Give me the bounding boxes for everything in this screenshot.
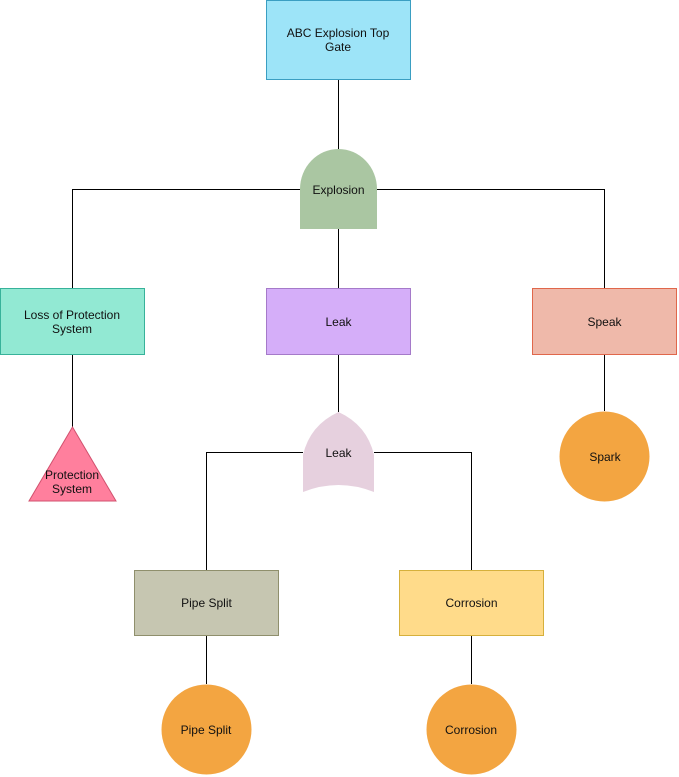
or-gate-label: Leak (325, 446, 352, 460)
and-gate[interactable] (300, 149, 377, 229)
connector (377, 189, 605, 288)
top-event-label: ABC Explosion Top Gate (286, 26, 390, 54)
connector (206, 452, 303, 570)
leak-box[interactable] (266, 288, 411, 355)
transfer-triangle[interactable] (28, 426, 117, 502)
pipe-split-basic-label: Pipe Split (180, 723, 232, 737)
corrosion-circle[interactable] (426, 684, 517, 775)
spark-circle[interactable] (559, 411, 650, 502)
pipe-split-label: Pipe Split (181, 596, 232, 610)
leak-label: Leak (325, 314, 352, 329)
corrosion-box[interactable] (399, 570, 544, 636)
or-gate[interactable] (303, 412, 374, 492)
pipe-split-box[interactable] (134, 570, 279, 636)
and-gate-label: Explosion (312, 183, 365, 197)
pipe-split-circle[interactable] (161, 684, 252, 775)
spark-label: Spark (589, 450, 621, 464)
corrosion-label: Corrosion (445, 596, 498, 610)
protection-system-label: Protection System (44, 468, 100, 496)
connectors (72, 79, 605, 684)
speak-box[interactable] (532, 288, 677, 355)
connector (374, 452, 472, 570)
loss-of-protection-label: Loss of Protection System (23, 307, 121, 336)
top-event-box[interactable] (266, 0, 411, 80)
connector (72, 189, 300, 288)
loss-of-protection-box[interactable] (0, 288, 145, 355)
corrosion-basic-label: Corrosion (444, 723, 498, 737)
speak-label: Speak (587, 314, 622, 329)
